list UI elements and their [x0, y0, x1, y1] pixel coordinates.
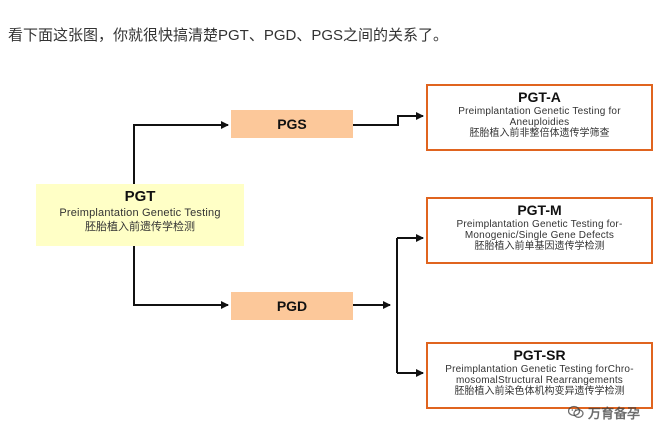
node-pgt: PGT Preimplantation Genetic Testing 胚胎植入…	[36, 184, 244, 246]
watermark: 万育备孕	[568, 402, 640, 422]
node-pgt-a-english-1: Preimplantation Genetic Testing for	[458, 106, 621, 117]
node-pgt-sr-english-1: Preimplantation Genetic Testing forChro-	[445, 364, 634, 375]
node-pgt-m-english-2: Monogenic/Single Gene Defects	[464, 230, 615, 241]
node-pgt-sr-english-2: mosomalStructural Rearrangements	[455, 375, 624, 386]
node-pgt-m-english-1: Preimplantation Genetic Testing for-	[456, 219, 623, 230]
pgs-to-pgt-a-arrow	[353, 112, 424, 126]
node-pgt-m: PGT-M Preimplantation Genetic Testing fo…	[426, 197, 653, 264]
node-pgs-title: PGS	[277, 116, 307, 132]
node-pgt-a-title: PGT-A	[518, 89, 561, 105]
node-pgt-chinese: 胚胎植入前遗传学检测	[85, 221, 195, 233]
node-pgt-sr-chinese: 胚胎植入前染色体机构变异遗传学检测	[454, 386, 625, 397]
node-pgt-sr-title: PGT-SR	[513, 347, 566, 363]
node-pgt-m-chinese: 胚胎植入前单基因遗传学检测	[474, 241, 605, 252]
intro-text: 看下面这张图，你就很快搞清楚PGT、PGD、PGS之间的关系了。	[8, 27, 449, 44]
node-pgd: PGD	[231, 292, 353, 320]
node-pgt-sr: PGT-SR Preimplantation Genetic Testing f…	[426, 342, 653, 409]
node-pgt-a: PGT-A Preimplantation Genetic Testing fo…	[426, 84, 653, 151]
node-pgt-title: PGT	[124, 188, 156, 205]
node-pgt-a-english-2: Aneuploidies	[509, 117, 570, 128]
node-pgt-english: Preimplantation Genetic Testing	[59, 207, 221, 219]
trunk-line	[133, 121, 229, 184]
node-pgt-a-chinese: 胚胎植入前非整倍体遗传学筛查	[469, 128, 610, 139]
wechat-icon	[568, 405, 584, 418]
node-pgt-m-title: PGT-M	[517, 202, 562, 218]
node-pgs: PGS	[231, 110, 353, 138]
trunk-line-lower	[133, 246, 229, 309]
watermark-text: 万育备孕	[588, 405, 641, 421]
node-pgd-title: PGD	[276, 298, 308, 314]
